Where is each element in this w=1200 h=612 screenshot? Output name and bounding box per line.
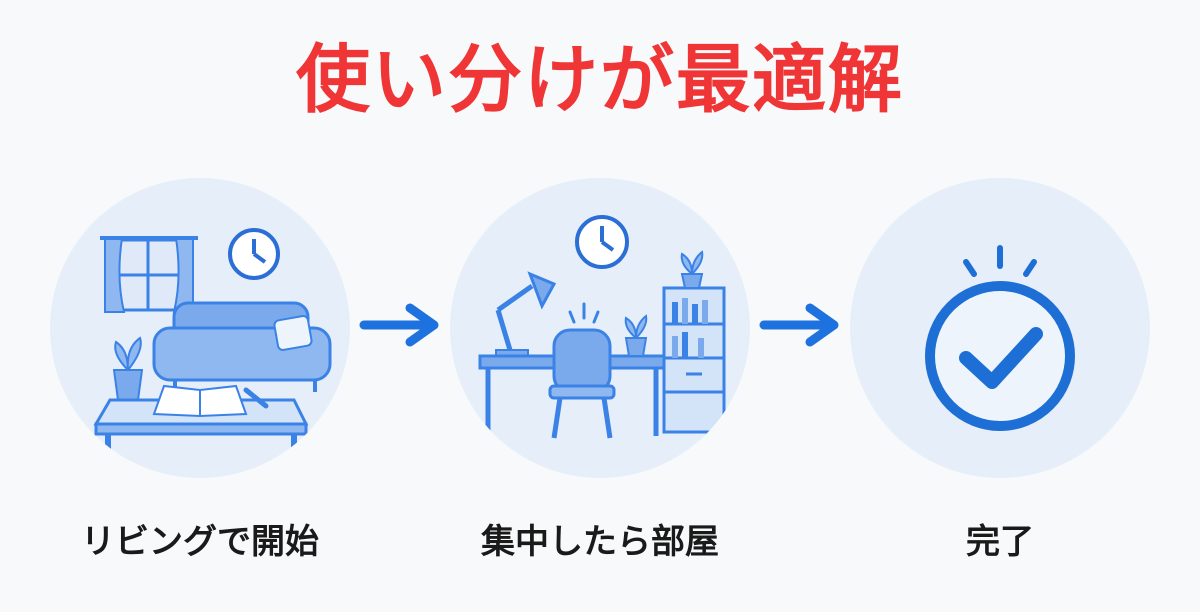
living-room-icon [93, 228, 332, 456]
step-label: リビングで開始 [81, 522, 319, 562]
step-circle [450, 178, 750, 478]
page-title: 使い分けが最適解 [296, 37, 904, 123]
step-complete: 完了 [845, 178, 1155, 562]
arrow-right-icon [759, 303, 839, 347]
step-living-room: リビングで開始 [45, 178, 355, 562]
step-study-room: 集中したら部屋 [445, 178, 755, 562]
checkmark-icon [925, 245, 1075, 431]
arrow-right-icon [359, 303, 439, 347]
step-circle [50, 178, 350, 478]
step-circle [850, 178, 1150, 478]
step-label: 集中したら部屋 [481, 522, 719, 562]
step-label: 完了 [966, 522, 1034, 562]
study-room-icon [478, 215, 726, 439]
